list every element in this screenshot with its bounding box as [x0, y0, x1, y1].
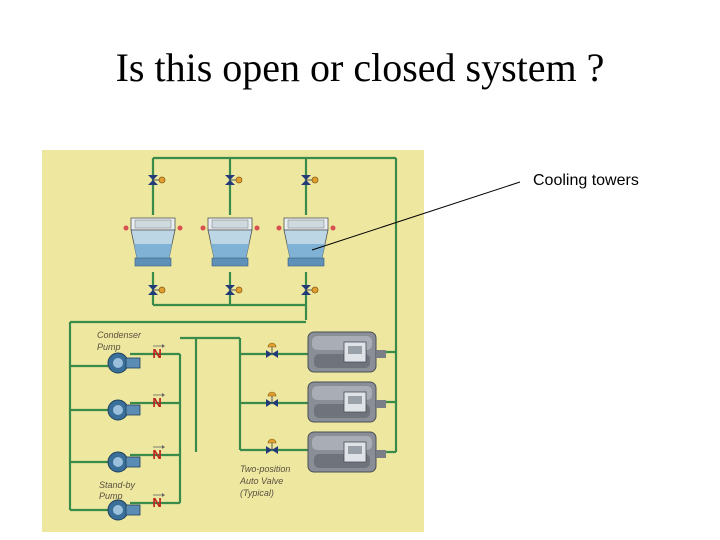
cooling-towers-callout: Cooling towers [533, 172, 639, 189]
auto-valve-label-line-2: Auto Valve [239, 476, 283, 486]
standby-pump-label-line-2: Pump [99, 491, 123, 501]
callout-leader-line [311, 181, 521, 251]
chiller-icon [307, 331, 387, 373]
condenser-pump-label-line-2: Pump [97, 342, 121, 352]
condenser-pump-label-line-1: Condenser [97, 330, 142, 340]
auto-valve-label-line-3: (Typical) [240, 488, 274, 498]
chiller-icon [307, 431, 387, 473]
slide-title: Is this open or closed system ? [115, 45, 605, 90]
chiller-icon [307, 381, 387, 423]
standby-pump-label-line-1: Stand-by [99, 480, 136, 490]
auto-valve-label-line-1: Two-position [240, 464, 290, 474]
